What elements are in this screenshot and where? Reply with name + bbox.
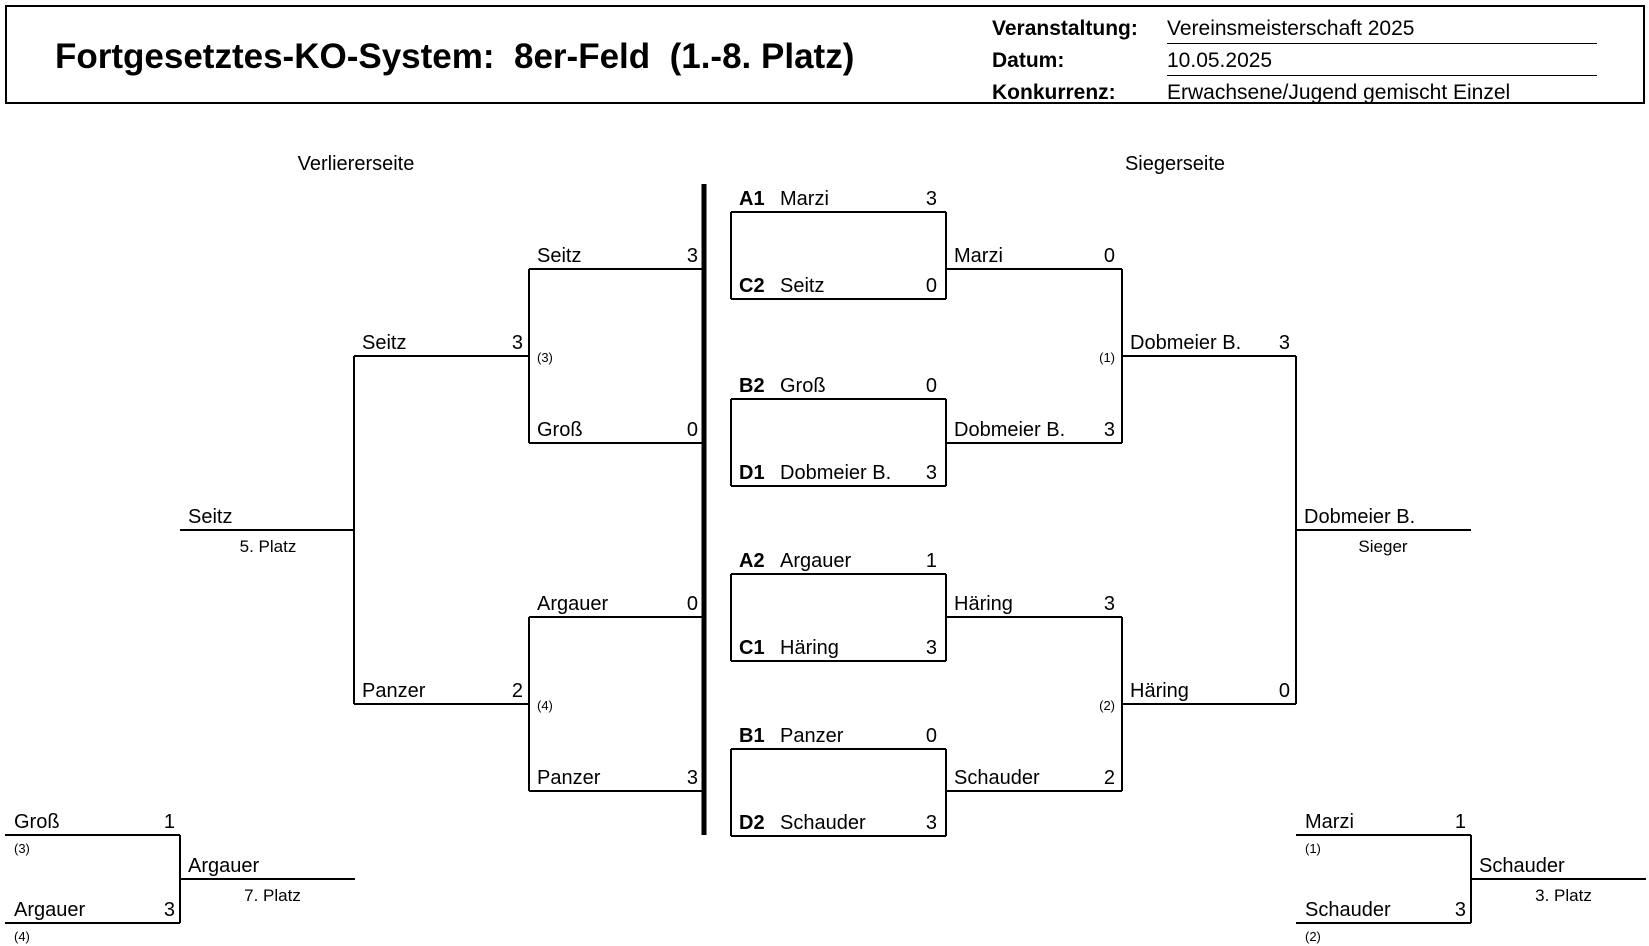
player-name: Seitz xyxy=(780,275,824,297)
seed-label: C2 xyxy=(739,275,765,297)
place-label: 7. Platz xyxy=(244,886,301,905)
match-number-label: (2) xyxy=(1099,698,1115,713)
player-name: Marzi xyxy=(1305,811,1354,833)
placement-winner-name: Argauer xyxy=(188,855,259,877)
player-score: 0 xyxy=(687,419,698,441)
player-score: 3 xyxy=(687,245,698,267)
player-score: 1 xyxy=(1455,811,1466,833)
player-score: 3 xyxy=(1455,899,1466,921)
meta-label-event: Veranstaltung: xyxy=(992,17,1138,40)
player-score: 3 xyxy=(1104,593,1115,615)
meta-value-event: Vereinsmeisterschaft 2025 xyxy=(1167,17,1597,44)
player-score: 0 xyxy=(1279,680,1290,702)
player-score: 0 xyxy=(1104,245,1115,267)
player-score: 3 xyxy=(926,812,937,834)
match-number-label: (3) xyxy=(537,350,553,365)
meta-value-competition: Erwachsene/Jugend gemischt Einzel xyxy=(1167,81,1511,104)
place-label: 3. Platz xyxy=(1535,886,1592,905)
player-name: Dobmeier B. xyxy=(1130,332,1241,354)
player-score: 3 xyxy=(687,767,698,789)
player-name: Seitz xyxy=(362,332,406,354)
player-score: 0 xyxy=(687,593,698,615)
place-label: 5. Platz xyxy=(240,537,297,556)
seed-label: D2 xyxy=(739,812,765,834)
player-score: 3 xyxy=(1104,419,1115,441)
header-box: Fortgesetztes-KO-System: 8er-Feld (1.-8.… xyxy=(5,5,1645,104)
player-name: Panzer xyxy=(537,767,601,789)
place-label: Sieger xyxy=(1358,537,1407,556)
fifth-place-name: Seitz xyxy=(188,506,232,528)
match-number-label: (3) xyxy=(14,841,30,856)
meta-label-competition: Konkurrenz: xyxy=(992,81,1116,104)
player-name: Groß xyxy=(14,811,60,833)
player-name: Argauer xyxy=(537,593,608,615)
player-name: Panzer xyxy=(780,725,844,747)
player-name: Groß xyxy=(780,375,826,397)
match-number-label: (1) xyxy=(1305,841,1321,856)
player-name: Marzi xyxy=(954,245,1003,267)
player-score: 3 xyxy=(1279,332,1290,354)
player-name: Schauder xyxy=(1305,899,1391,921)
player-name: Dobmeier B. xyxy=(954,419,1065,441)
seed-label: B2 xyxy=(739,375,765,397)
player-name: Dobmeier B. xyxy=(780,462,891,484)
player-score: 3 xyxy=(926,188,937,210)
seed-label: C1 xyxy=(739,637,765,659)
player-name: Argauer xyxy=(14,899,85,921)
player-name: Häring xyxy=(1130,680,1189,702)
player-name: Panzer xyxy=(362,680,426,702)
side-label-winner: Siegerseite xyxy=(1125,153,1225,175)
player-score: 1 xyxy=(164,811,175,833)
side-label-loser: Verliererseite xyxy=(298,153,415,175)
player-name: Seitz xyxy=(537,245,581,267)
match-number-label: (4) xyxy=(537,698,553,713)
placement-winner-name: Schauder xyxy=(1479,855,1565,877)
player-name: Häring xyxy=(954,593,1013,615)
seed-label: D1 xyxy=(739,462,765,484)
player-name: Häring xyxy=(780,637,839,659)
player-name: Schauder xyxy=(954,767,1040,789)
player-score: 0 xyxy=(926,375,937,397)
match-number-label: (1) xyxy=(1099,350,1115,365)
player-name: Marzi xyxy=(780,188,829,210)
seed-label: B1 xyxy=(739,725,765,747)
player-score: 3 xyxy=(512,332,523,354)
player-score: 2 xyxy=(512,680,523,702)
player-score: 0 xyxy=(926,725,937,747)
seed-label: A2 xyxy=(739,550,765,572)
match-number-label: (4) xyxy=(14,929,30,944)
player-score: 3 xyxy=(926,462,937,484)
player-name: Argauer xyxy=(780,550,851,572)
player-score: 0 xyxy=(926,275,937,297)
player-score: 2 xyxy=(1104,767,1115,789)
player-score: 3 xyxy=(164,899,175,921)
meta-label-date: Datum: xyxy=(992,49,1065,72)
player-score: 3 xyxy=(926,637,937,659)
player-name: Groß xyxy=(537,419,583,441)
match-number-label: (2) xyxy=(1305,929,1321,944)
champion-name: Dobmeier B. xyxy=(1304,506,1415,528)
player-name: Schauder xyxy=(780,812,866,834)
player-score: 1 xyxy=(926,550,937,572)
meta-value-date: 10.05.2025 xyxy=(1167,49,1597,76)
seed-label: A1 xyxy=(739,188,765,210)
page-title: Fortgesetztes-KO-System: 8er-Feld (1.-8.… xyxy=(55,37,855,76)
